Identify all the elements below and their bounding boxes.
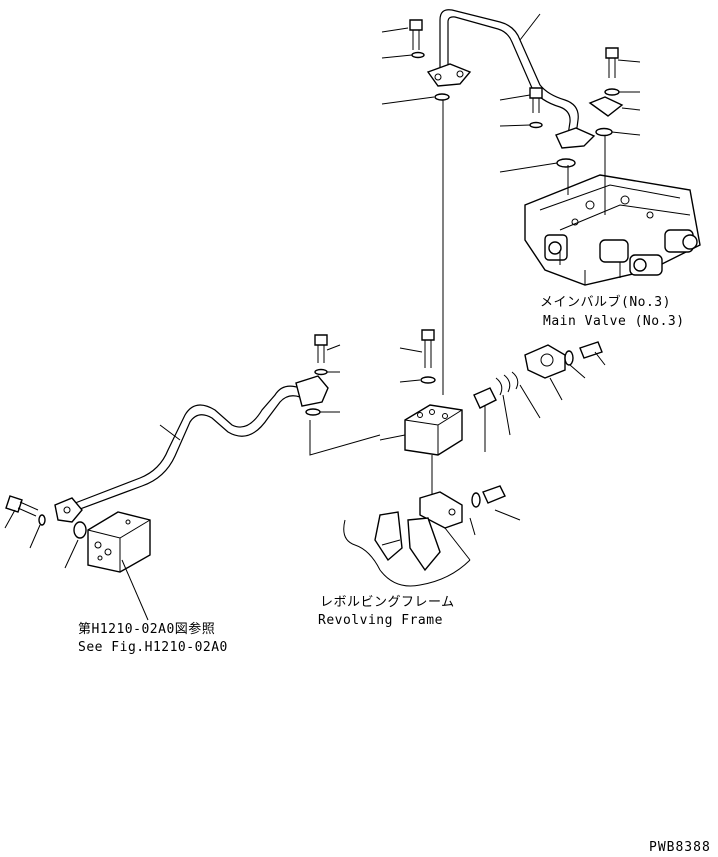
drawing-code: PWB8388 [649, 840, 711, 855]
main-valve-label-jp: メインバルブ(No.3) [540, 294, 671, 310]
left-pipe-assembly [4, 334, 381, 569]
bolt-right [605, 47, 619, 78]
revolving-frame-label-en: Revolving Frame [318, 613, 443, 628]
revolving-frame-label-jp: レボルビングフレーム [320, 595, 455, 610]
see-fig-label-jp: 第H1210-02A0図参照 [78, 621, 215, 637]
see-fig-label-en: See Fig.H1210-02A0 [78, 640, 228, 655]
bolt-top-left [409, 19, 423, 50]
upper-pipe-assembly [381, 9, 641, 395]
middle-block-assembly [379, 329, 606, 500]
left-block [87, 511, 151, 621]
main-valve-label-en: Main Valve (No.3) [543, 314, 685, 329]
main-valve [524, 174, 701, 286]
bolt-mid [529, 87, 543, 113]
bracket-assembly [343, 485, 521, 587]
